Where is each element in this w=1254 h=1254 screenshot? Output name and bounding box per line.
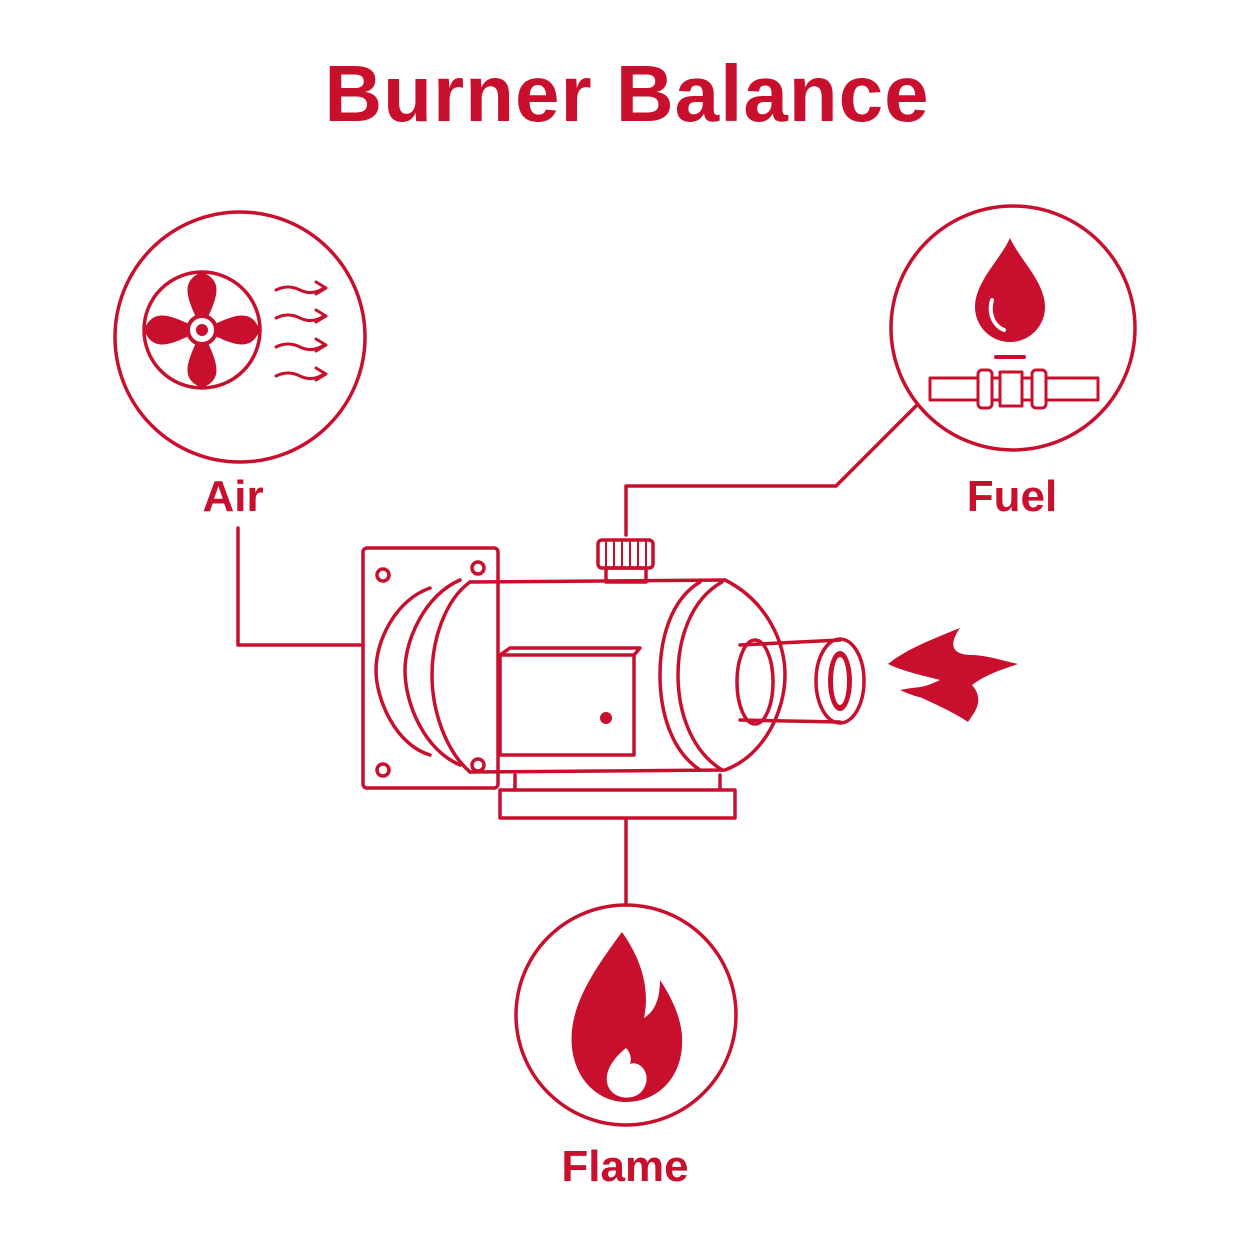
fan-icon — [142, 270, 262, 390]
fuel-inlet-fitting — [596, 538, 655, 584]
fuel-drop-icon — [975, 238, 1045, 342]
connector-lines — [236, 404, 918, 907]
burner-housing — [468, 578, 787, 774]
flame-node-circle — [514, 903, 738, 1127]
air-node-circle — [113, 210, 367, 464]
burner-nozzle — [735, 637, 866, 726]
fuel-pipe-icon — [928, 368, 1100, 410]
fuel-connector-line — [624, 404, 918, 537]
flame-node — [514, 903, 738, 1127]
fuel-node-circle — [889, 204, 1137, 452]
burner-unit — [361, 538, 866, 820]
fuel-label: Fuel — [966, 472, 1058, 521]
airflow-arrows-icon — [274, 280, 328, 382]
air-connector-line — [236, 526, 362, 647]
flame-icon — [571, 932, 683, 1102]
flame-jet-icon — [888, 628, 1018, 722]
page-title: Burner Balance — [324, 49, 930, 138]
air-label: Air — [202, 472, 264, 521]
fuel-node — [889, 204, 1137, 452]
flame-label: Flame — [561, 1142, 689, 1191]
air-node — [113, 210, 367, 464]
burner-base — [498, 788, 737, 820]
mounting-plate — [361, 546, 500, 790]
control-box — [498, 653, 636, 757]
